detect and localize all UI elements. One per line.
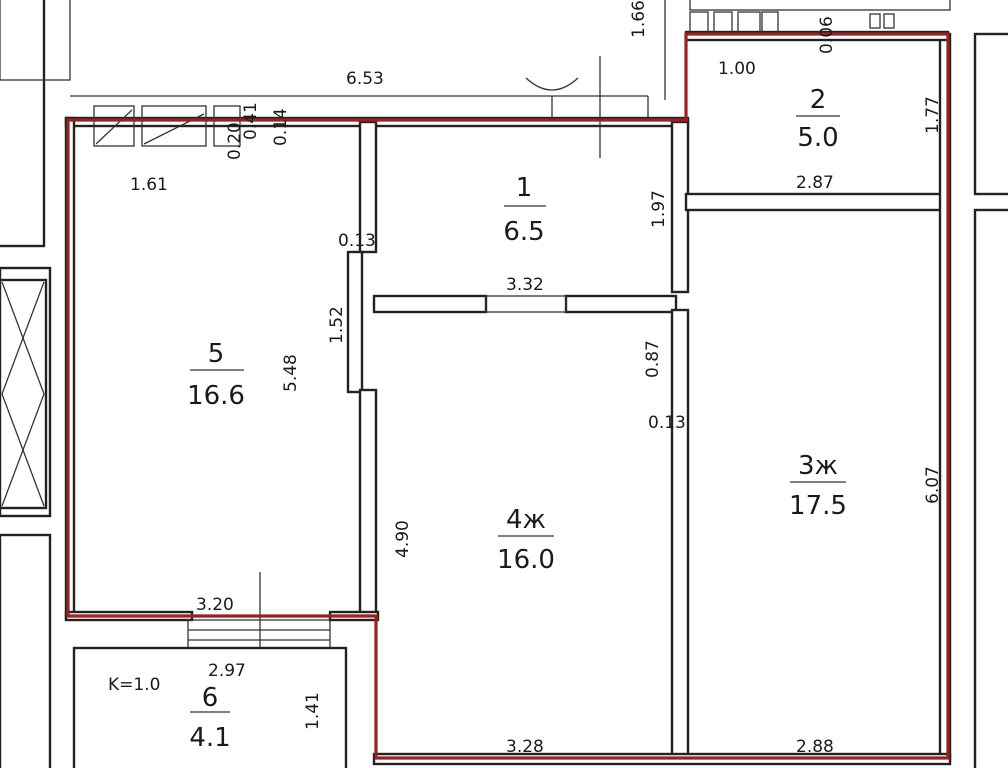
dimension-label: 1.41	[303, 692, 323, 730]
svg-text:16.0: 16.0	[497, 545, 555, 575]
svg-text:3ж: 3ж	[798, 451, 838, 481]
balcony-room-6	[72, 646, 348, 768]
windows	[93, 11, 895, 651]
room-1-label: 1 6.5	[503, 173, 546, 247]
dimension-label: 6.07	[923, 466, 943, 504]
coefficient-label: K=1.0	[108, 675, 160, 695]
dimension-label: 4.90	[393, 520, 413, 558]
svg-text:4ж: 4ж	[506, 505, 546, 535]
room-6-label: 6 4.1	[189, 683, 230, 753]
dimension-label: 2.88	[796, 737, 834, 757]
dimension-label: 1.61	[130, 175, 168, 195]
room-3-label: 3ж 17.5	[789, 451, 847, 521]
dimension-label: 0.13	[648, 413, 686, 433]
dimension-labels: 1.66 6.53 1.00 0.06 1.77 0.20 0.41 0.14 …	[130, 0, 943, 757]
svg-text:17.5: 17.5	[789, 491, 847, 521]
dimension-label: 0.41	[241, 102, 261, 140]
svg-text:1: 1	[516, 173, 533, 203]
dimension-label: 2.87	[796, 173, 834, 193]
svg-text:5.0: 5.0	[797, 123, 838, 153]
dimension-label: 0.87	[643, 340, 663, 378]
dimension-label: 0.13	[338, 231, 376, 251]
room-5-label: 5 16.6	[187, 339, 245, 411]
dimension-label: 0.06	[817, 16, 837, 54]
dimension-label: 2.97	[208, 661, 246, 681]
dimension-label: 1.52	[327, 306, 347, 344]
dimension-label: 3.28	[506, 737, 544, 757]
dimension-label: 1.77	[923, 96, 943, 134]
dimension-label: 3.32	[506, 275, 544, 295]
door-swing	[259, 56, 601, 694]
svg-text:4.1: 4.1	[189, 723, 230, 753]
dimension-label: 0.14	[271, 108, 291, 146]
dimension-label: 1.00	[718, 59, 756, 79]
dimension-label: 1.97	[649, 190, 669, 228]
dimension-label: 1.66	[629, 0, 649, 38]
room-2-label: 2 5.0	[796, 85, 840, 153]
apartment-boundary	[66, 32, 950, 760]
svg-text:16.6: 16.6	[187, 381, 245, 411]
shaft-cross	[0, 278, 48, 510]
svg-text:6: 6	[202, 683, 219, 713]
dimension-label: 5.48	[281, 354, 301, 392]
dimension-label: 3.20	[196, 595, 234, 615]
dimension-label: 6.53	[346, 69, 384, 89]
svg-text:5: 5	[208, 339, 225, 369]
dimension-label: 0.20	[225, 122, 245, 160]
svg-text:2: 2	[810, 85, 827, 115]
svg-text:6.5: 6.5	[503, 217, 544, 247]
room-4-label: 4ж 16.0	[497, 505, 555, 575]
